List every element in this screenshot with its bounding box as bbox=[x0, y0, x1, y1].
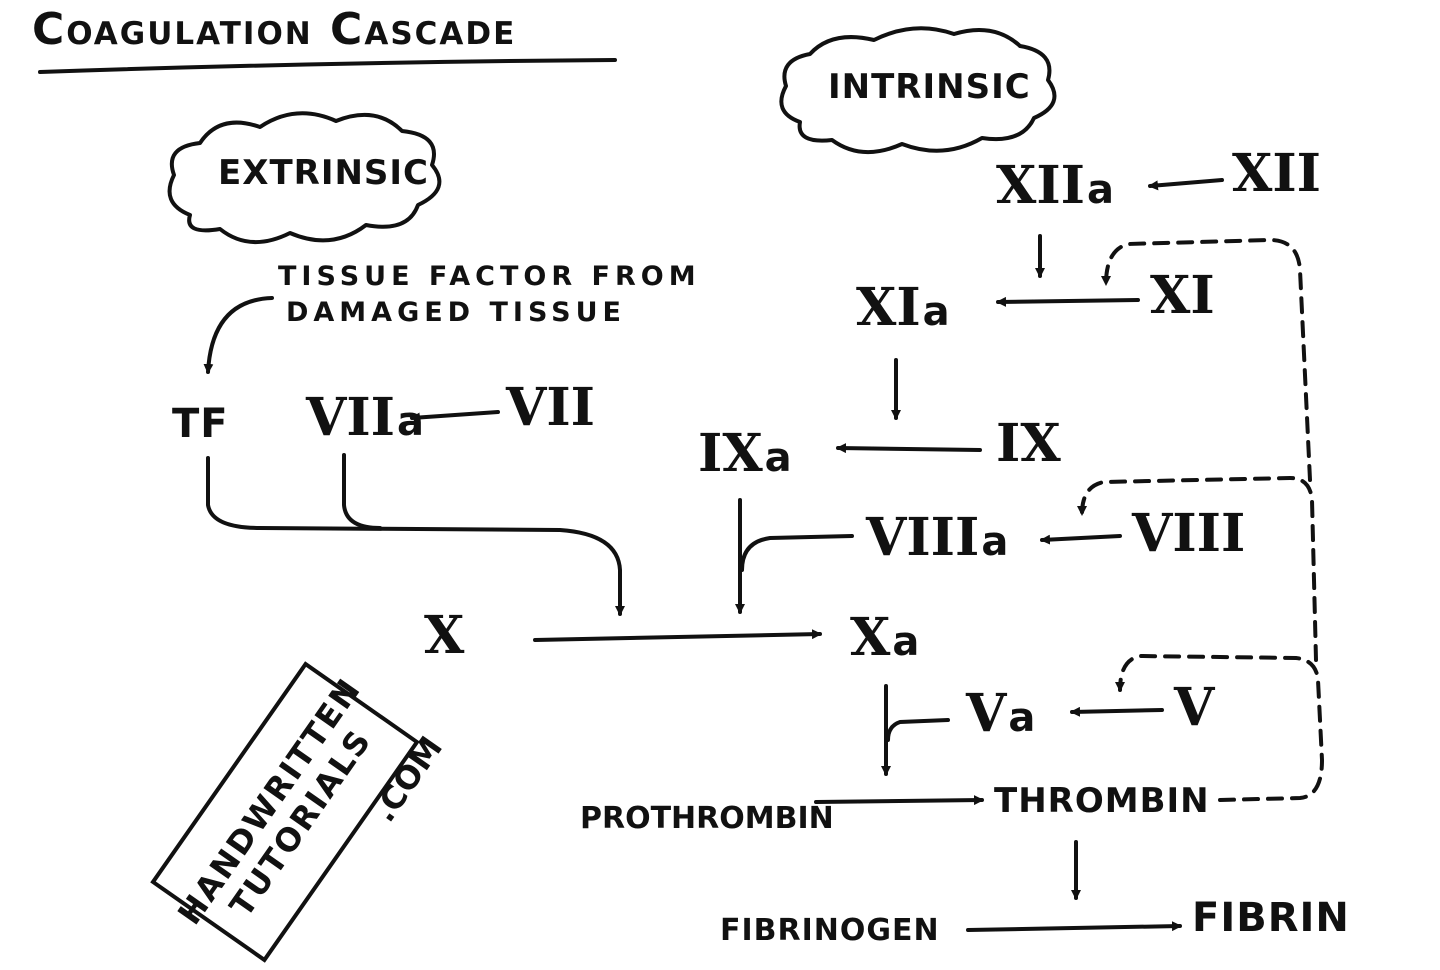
prothrombin-label: PROTHROMBIN bbox=[580, 801, 834, 836]
factor-11a: XIa bbox=[856, 282, 950, 334]
factor-10: X bbox=[424, 605, 465, 666]
tissue-factor-note-line2: DAMAGED TISSUE bbox=[286, 297, 626, 328]
factor-9a-numeral: IX bbox=[698, 423, 763, 484]
tf-line bbox=[206, 456, 625, 616]
factor-11a-suffix: a bbox=[922, 289, 950, 335]
factor-8a-numeral: VIII bbox=[866, 507, 980, 568]
factor-9: IX bbox=[996, 413, 1061, 474]
factor-9a-suffix: a bbox=[764, 435, 792, 481]
factor-10a-suffix: a bbox=[892, 619, 920, 665]
f7a-line bbox=[342, 453, 382, 530]
f7-to-f7a-arrow bbox=[410, 410, 500, 423]
factor-12a-suffix: a bbox=[1087, 167, 1114, 213]
factor-7a: VIIa bbox=[306, 392, 424, 444]
factor-10a: Xa bbox=[850, 612, 919, 664]
factor-7a-suffix: a bbox=[397, 399, 424, 445]
intrinsic-label: INTRINSIC bbox=[828, 67, 1031, 107]
f11-to-f11a-arrow bbox=[996, 296, 1140, 307]
f5-to-f5a-arrow bbox=[1070, 706, 1164, 717]
factor-5a-numeral: V bbox=[966, 683, 1007, 744]
feedback-to-f8 bbox=[1077, 475, 1318, 662]
page-title: Coagulation Cascade bbox=[32, 4, 517, 55]
tissue-factor-note-line1: TISSUE FACTOR FROM bbox=[278, 261, 701, 292]
intrinsic-cloud bbox=[779, 26, 1057, 155]
extrinsic-cloud bbox=[167, 111, 442, 245]
factor-7a-numeral: VII bbox=[306, 387, 395, 448]
f5a-line bbox=[886, 718, 950, 742]
f8-to-f8a-arrow bbox=[1040, 534, 1122, 545]
fibrinogen-label: FIBRINOGEN bbox=[720, 913, 940, 948]
feedback-to-f5 bbox=[1115, 653, 1325, 802]
extrinsic-label: EXTRINSIC bbox=[218, 153, 430, 193]
factor-8a-suffix: a bbox=[981, 519, 1009, 565]
factor-11: XI bbox=[1150, 265, 1215, 326]
factor-7: VII bbox=[506, 377, 595, 438]
factor-5a: Va bbox=[966, 688, 1035, 740]
tf-label: TF bbox=[172, 401, 229, 447]
f8a-line bbox=[740, 534, 854, 572]
fibrinogen-to-fibrin-arrow bbox=[966, 921, 1182, 932]
factor-12a-numeral: XII bbox=[996, 155, 1085, 216]
factor-8: VIII bbox=[1132, 503, 1246, 564]
tissue-factor-arrow bbox=[203, 296, 274, 374]
factor-11a-numeral: XI bbox=[856, 277, 921, 338]
factor-8a: VIIIa bbox=[866, 512, 1008, 564]
factor-12: XII bbox=[1232, 143, 1321, 204]
prothrombin-to-thrombin-arrow bbox=[814, 795, 984, 806]
factor-5: V bbox=[1174, 677, 1215, 738]
factor-9a: IXa bbox=[698, 428, 792, 480]
f12-to-f12a-arrow bbox=[1148, 178, 1224, 191]
fibrin-label: FIBRIN bbox=[1192, 895, 1350, 941]
factor-10a-numeral: X bbox=[850, 607, 891, 668]
feedback-to-f11 bbox=[1101, 237, 1312, 482]
title-underline bbox=[38, 58, 617, 74]
factor-5a-suffix: a bbox=[1008, 695, 1036, 741]
f10-to-f10a-arrow bbox=[533, 629, 822, 642]
f9-to-f9a-arrow bbox=[836, 443, 982, 454]
thrombin-label: THROMBIN bbox=[994, 781, 1210, 821]
factor-12a: XIIa bbox=[996, 160, 1114, 212]
